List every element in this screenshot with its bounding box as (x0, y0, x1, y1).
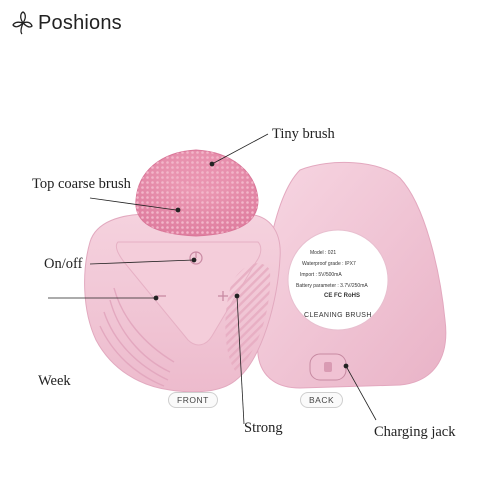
label-week: Week (38, 373, 71, 389)
callout-lines (48, 133, 377, 425)
label-tiny-brush: Tiny brush (272, 126, 335, 142)
label-charging-jack: Charging jack (374, 424, 456, 440)
back-battery-text: Battery parameter : 3.7V/250mA (296, 283, 368, 289)
back-marks-text: CE FC RoHS (324, 293, 360, 299)
device-front (84, 149, 281, 393)
label-strong: Strong (244, 420, 283, 436)
front-tag: FRONT (168, 392, 218, 408)
brand-logo: Poshions (10, 8, 122, 38)
brand-name: Poshions (38, 11, 122, 34)
brand-flower-icon (12, 11, 33, 35)
back-waterproof-text: Waterproof grade : IPX7 (302, 261, 356, 267)
back-product-text: CLEANING BRUSH (304, 312, 372, 319)
back-model-text: Model : 021 (310, 250, 337, 256)
label-on-off: On/off (44, 256, 83, 272)
back-import-text: Import : 5V/500mA (300, 272, 342, 278)
week-ribs (99, 287, 175, 387)
label-top-coarse-brush: Top coarse brush (32, 176, 131, 192)
back-tag: BACK (300, 392, 344, 408)
back-label-plate (287, 229, 389, 331)
device-back (257, 162, 447, 389)
